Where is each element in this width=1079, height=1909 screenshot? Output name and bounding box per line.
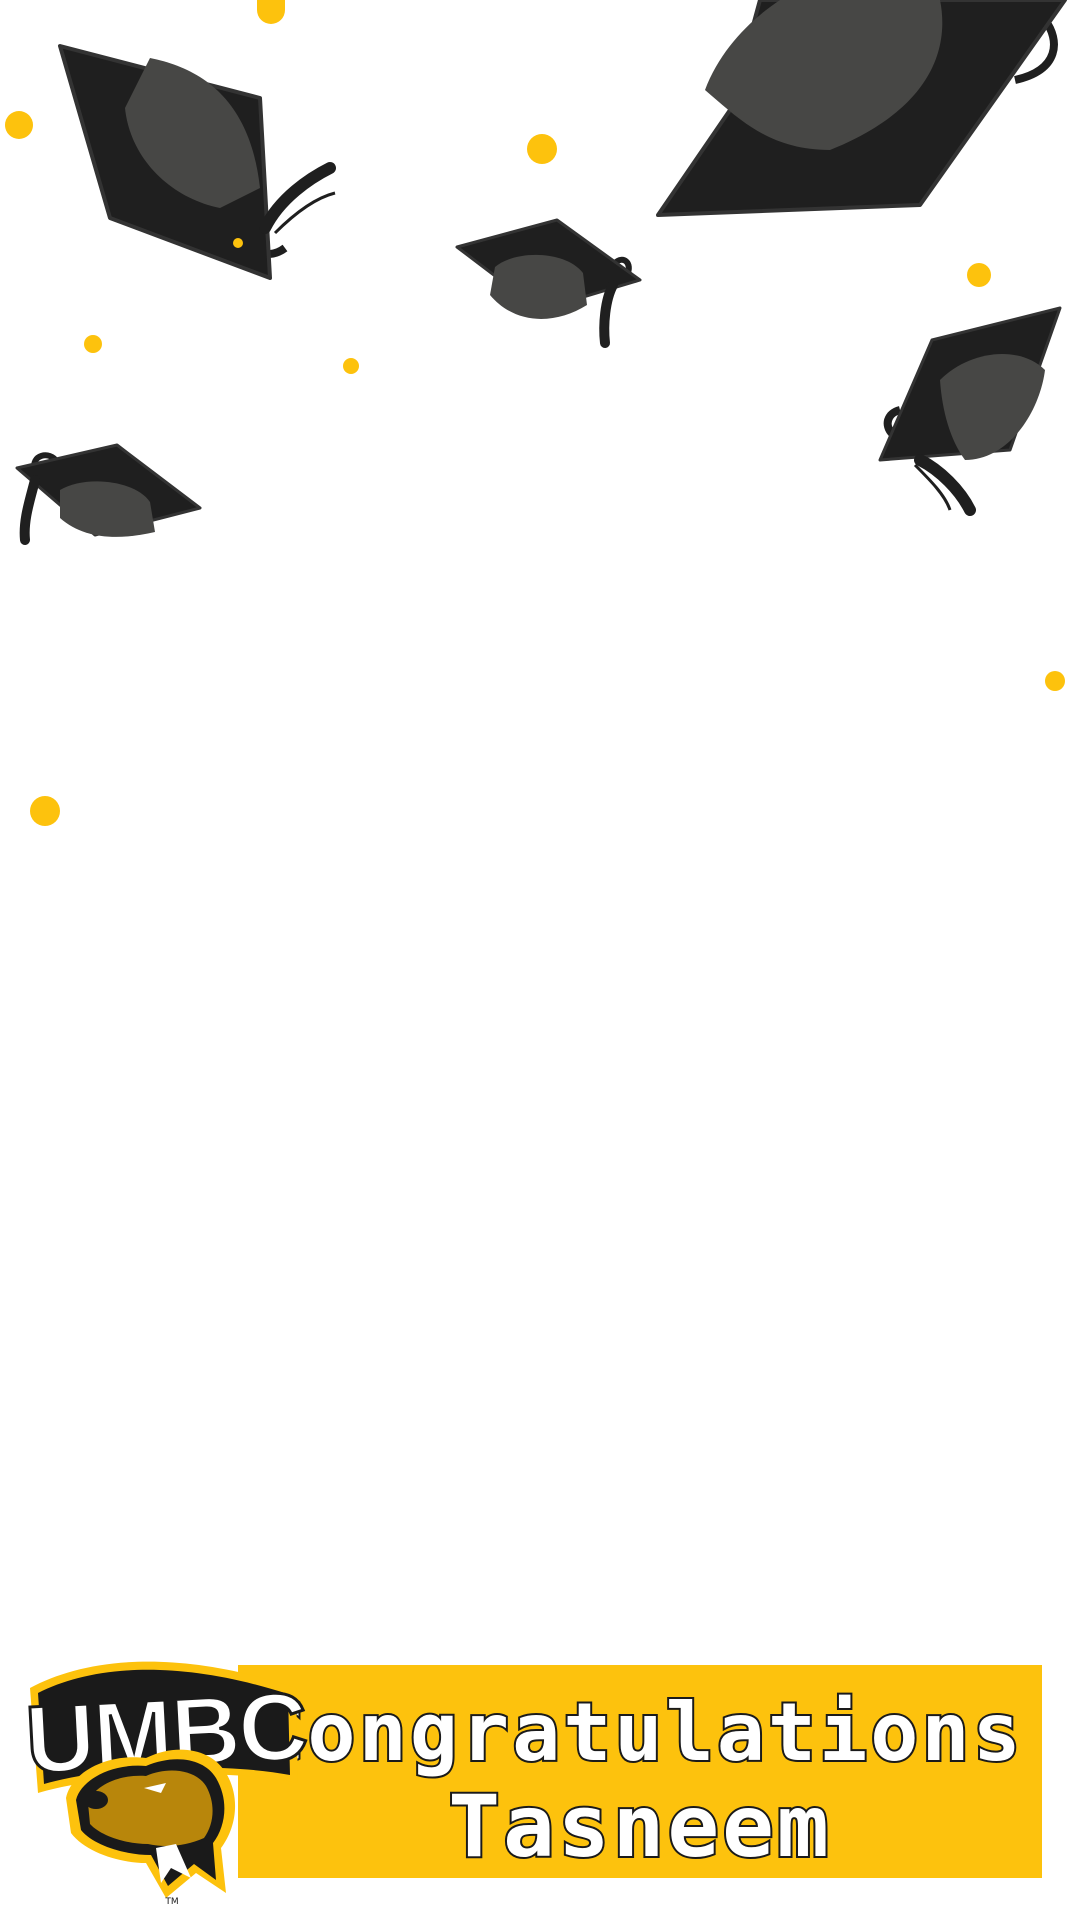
graduation-cap-icon [15, 443, 202, 545]
graduation-cap-icon [455, 218, 642, 348]
confetti-dot [527, 134, 557, 164]
confetti-dot [30, 796, 60, 826]
confetti-dot [5, 111, 33, 139]
graduation-cap-icon [58, 44, 336, 280]
umbc-logo: UMBC TM [26, 1661, 308, 1907]
confetti-dot [257, 0, 285, 24]
confetti-dot [967, 263, 991, 287]
graduation-cap-icon [656, 0, 1067, 217]
graduation-cap-icon [878, 306, 1062, 516]
graduate-name: Tasneem [446, 1777, 832, 1877]
retriever-mascot-icon [66, 1749, 236, 1898]
confetti-dot [84, 335, 102, 353]
trademark-mark: TM [164, 1897, 178, 1907]
confetti-dot [1045, 671, 1065, 691]
congrats-line-1: Congratulations [254, 1686, 1024, 1780]
confetti-dot [343, 358, 359, 374]
congrats-banner [238, 1665, 1042, 1878]
